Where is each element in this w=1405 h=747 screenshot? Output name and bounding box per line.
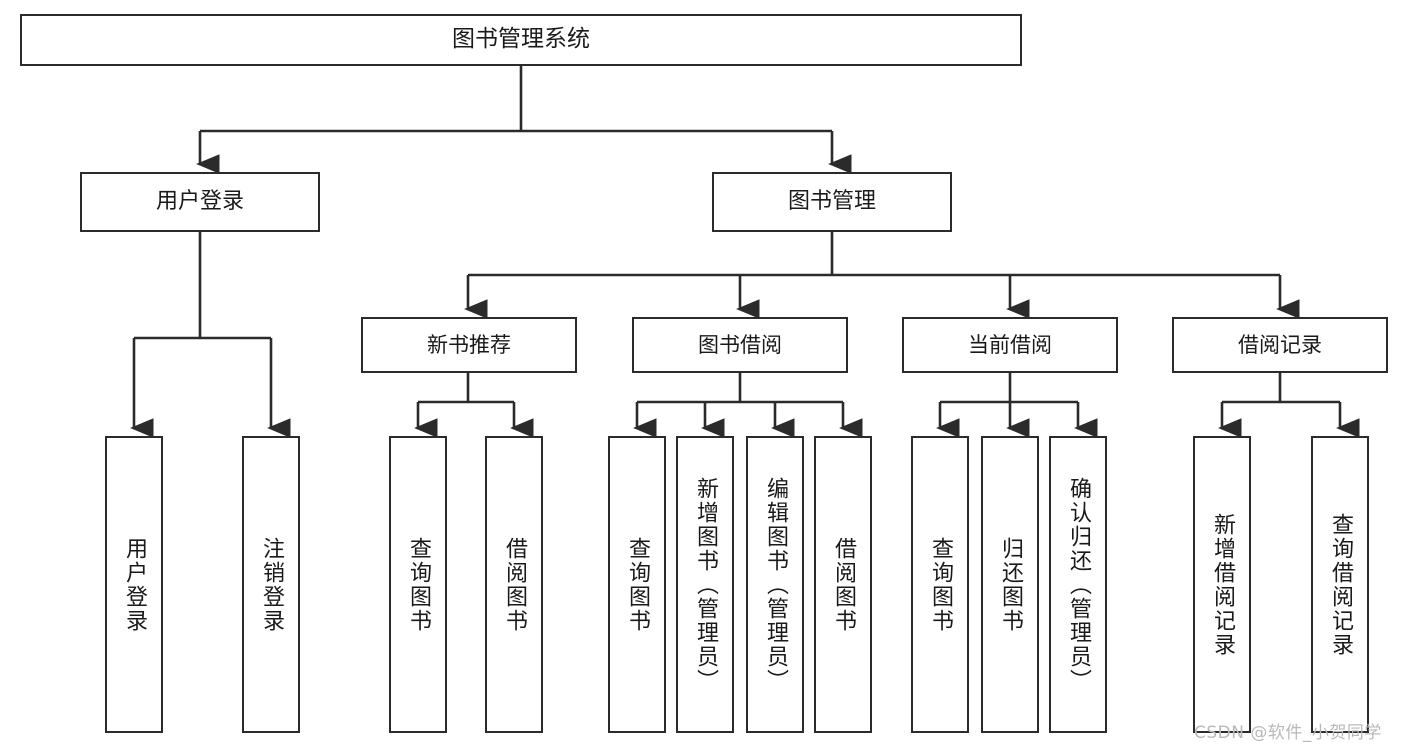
leaf-borrow-query-book[interactable]: 查询图书 bbox=[608, 436, 666, 733]
node-book-management-label: 图书管理 bbox=[787, 189, 876, 215]
leaf-user-login-signout-label: 注销登录 bbox=[258, 536, 284, 633]
node-user-login[interactable]: 用户登录 bbox=[80, 172, 320, 232]
leaf-records-add-record-label: 新增借阅记录 bbox=[1209, 512, 1235, 657]
leaf-current-query-book[interactable]: 查询图书 bbox=[911, 436, 969, 733]
node-root[interactable]: 图书管理系统 bbox=[20, 14, 1022, 66]
leaf-user-login-signout[interactable]: 注销登录 bbox=[242, 436, 300, 733]
leaf-new-book-query-label: 查询图书 bbox=[405, 536, 431, 633]
leaf-new-book-borrow-label: 借阅图书 bbox=[501, 536, 527, 633]
leaf-user-login-signin-label: 用户登录 bbox=[121, 536, 147, 633]
leaf-current-confirm-return-label: 确认归还（管理员） bbox=[1065, 476, 1091, 693]
leaf-records-add-record[interactable]: 新增借阅记录 bbox=[1193, 436, 1251, 733]
leaf-borrow-add-book[interactable]: 新增图书（管理员） bbox=[676, 436, 734, 733]
node-new-book-recommend[interactable]: 新书推荐 bbox=[361, 317, 577, 373]
node-root-label: 图书管理系统 bbox=[452, 26, 590, 53]
node-book-management[interactable]: 图书管理 bbox=[712, 172, 952, 232]
leaf-current-return-book-label: 归还图书 bbox=[997, 536, 1023, 633]
node-book-borrow[interactable]: 图书借阅 bbox=[632, 317, 848, 373]
node-current-borrow[interactable]: 当前借阅 bbox=[902, 317, 1118, 373]
leaf-borrow-borrow-book-label: 借阅图书 bbox=[830, 536, 856, 633]
leaf-borrow-edit-book[interactable]: 编辑图书（管理员） bbox=[746, 436, 804, 733]
leaf-user-login-signin[interactable]: 用户登录 bbox=[105, 436, 163, 733]
leaf-new-book-borrow[interactable]: 借阅图书 bbox=[485, 436, 543, 733]
leaf-records-query-record[interactable]: 查询借阅记录 bbox=[1311, 436, 1369, 733]
node-borrow-records-label: 借阅记录 bbox=[1238, 332, 1322, 357]
leaf-new-book-query[interactable]: 查询图书 bbox=[389, 436, 447, 733]
leaf-borrow-query-book-label: 查询图书 bbox=[624, 536, 650, 633]
node-new-book-recommend-label: 新书推荐 bbox=[427, 332, 511, 357]
leaf-current-confirm-return[interactable]: 确认归还（管理员） bbox=[1049, 436, 1107, 733]
node-book-borrow-label: 图书借阅 bbox=[698, 332, 782, 357]
leaf-current-return-book[interactable]: 归还图书 bbox=[981, 436, 1039, 733]
leaf-current-query-book-label: 查询图书 bbox=[927, 536, 953, 633]
leaf-borrow-borrow-book[interactable]: 借阅图书 bbox=[814, 436, 872, 733]
leaf-borrow-edit-book-label: 编辑图书（管理员） bbox=[762, 476, 788, 693]
node-user-login-label: 用户登录 bbox=[155, 189, 244, 215]
node-borrow-records[interactable]: 借阅记录 bbox=[1172, 317, 1388, 373]
csdn-watermark: CSDN @软件_小贺同学 bbox=[1194, 723, 1382, 743]
leaf-records-query-record-label: 查询借阅记录 bbox=[1327, 512, 1353, 657]
node-current-borrow-label: 当前借阅 bbox=[968, 332, 1052, 357]
leaf-borrow-add-book-label: 新增图书（管理员） bbox=[692, 476, 718, 693]
